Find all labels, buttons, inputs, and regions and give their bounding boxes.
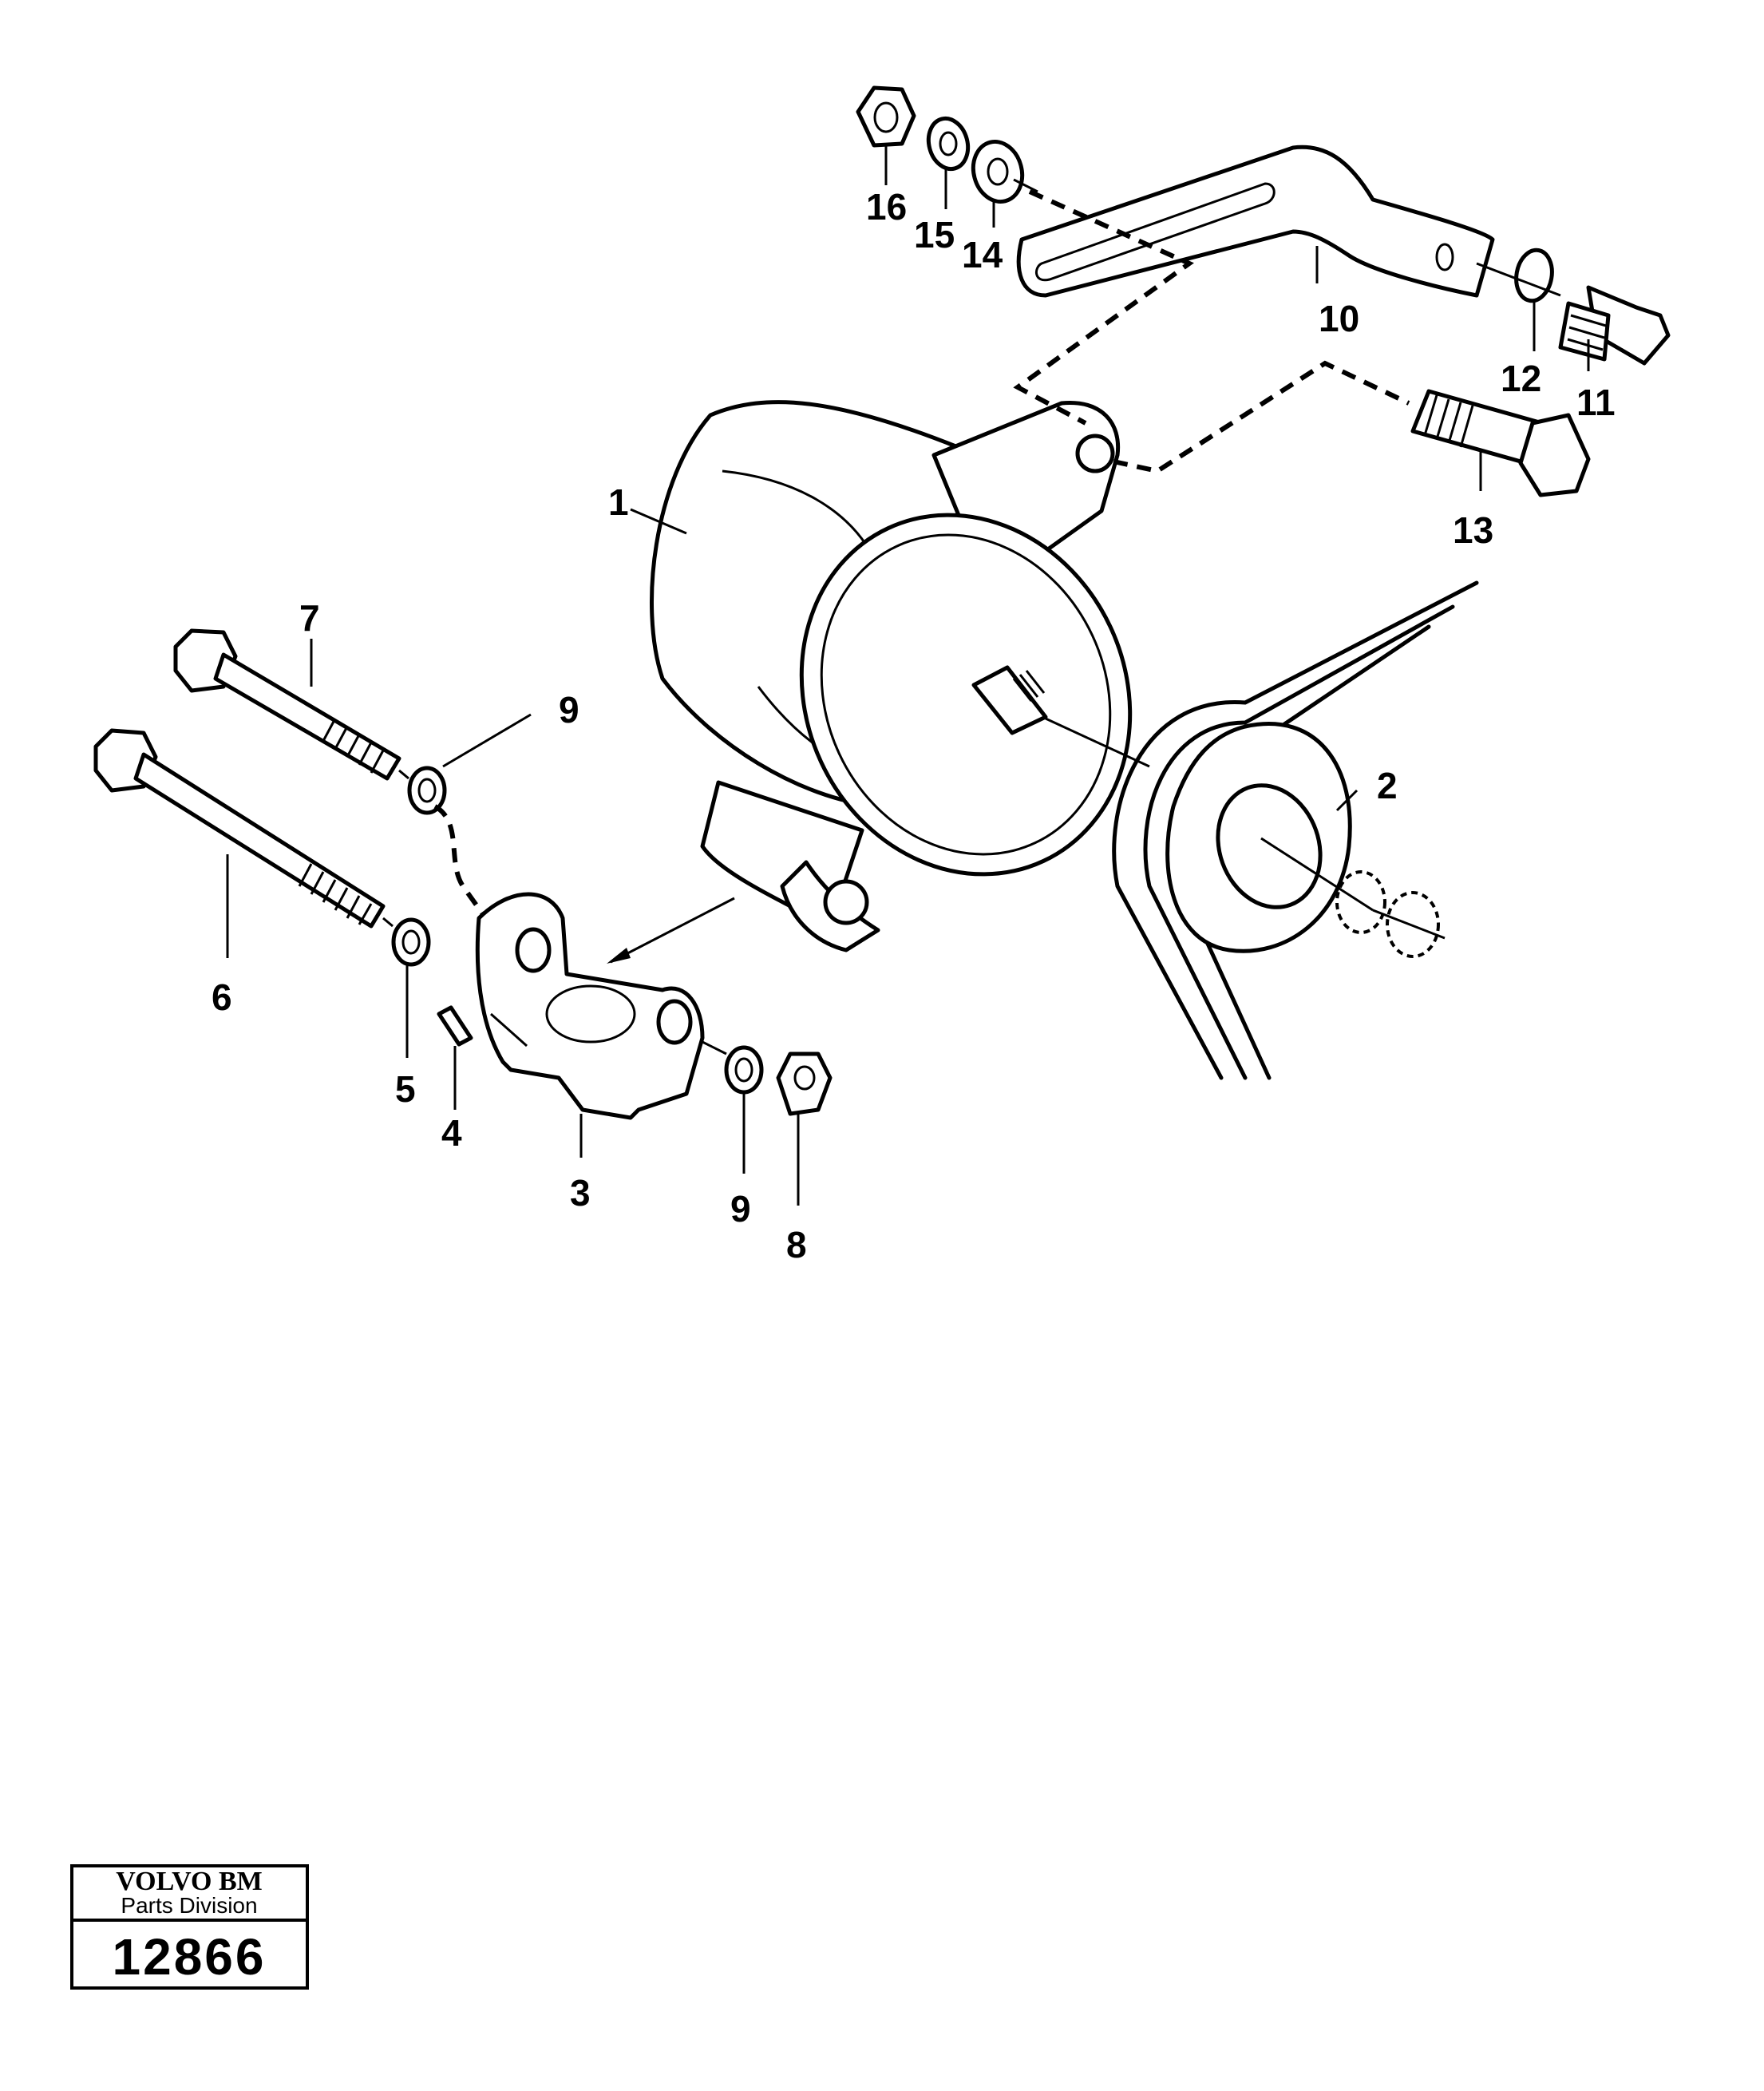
callout-label: 9 <box>559 689 579 731</box>
alternator-part <box>650 400 1150 952</box>
leader-lines <box>226 145 1590 1206</box>
adjusting-bar-part <box>1016 145 1495 298</box>
top-washer-spring-part <box>926 116 971 172</box>
callout-label: 13 <box>1453 509 1493 551</box>
pin-part <box>437 1005 473 1047</box>
callout-label: 12 <box>1501 358 1541 399</box>
callout-label: 10 <box>1319 298 1359 339</box>
long-bolt-part <box>93 728 394 929</box>
title-block-division: Parts Division <box>121 1893 257 1918</box>
title-block: VOLVO BM Parts Division 12866 <box>70 1864 309 1990</box>
callout-label: 5 <box>395 1068 416 1110</box>
washer-upper-part <box>407 766 447 815</box>
callout-label: 6 <box>212 976 232 1018</box>
nut-part <box>702 1040 833 1116</box>
callout-label: 15 <box>914 214 955 255</box>
washer-part <box>391 917 431 967</box>
callout-label: 9 <box>730 1188 751 1230</box>
bar-washer-part <box>1476 248 1561 303</box>
callout-label: 4 <box>441 1112 462 1154</box>
callout-label: 11 <box>1576 382 1616 423</box>
callout-label: 3 <box>570 1172 591 1214</box>
callout-label: 7 <box>299 597 320 639</box>
lower-bracket-part <box>475 892 735 1120</box>
bar-bolt-part <box>1558 285 1671 366</box>
alternator-bolt-part <box>1410 389 1591 497</box>
callout-label: 14 <box>962 234 1003 275</box>
belt-pulley-part <box>1112 580 1479 1080</box>
top-nut-part <box>856 85 916 148</box>
callout-label: 16 <box>866 186 907 228</box>
washer-lower-part <box>724 1045 764 1095</box>
title-block-number: 12866 <box>113 1928 267 1986</box>
callout-label: 8 <box>786 1224 807 1265</box>
upper-bolt-part <box>173 628 409 781</box>
title-block-brand: VOLVO BM <box>116 1867 262 1896</box>
top-washer-flat-part <box>971 139 1038 204</box>
callout-label: 2 <box>1377 765 1398 806</box>
callout-label: 1 <box>608 481 629 523</box>
